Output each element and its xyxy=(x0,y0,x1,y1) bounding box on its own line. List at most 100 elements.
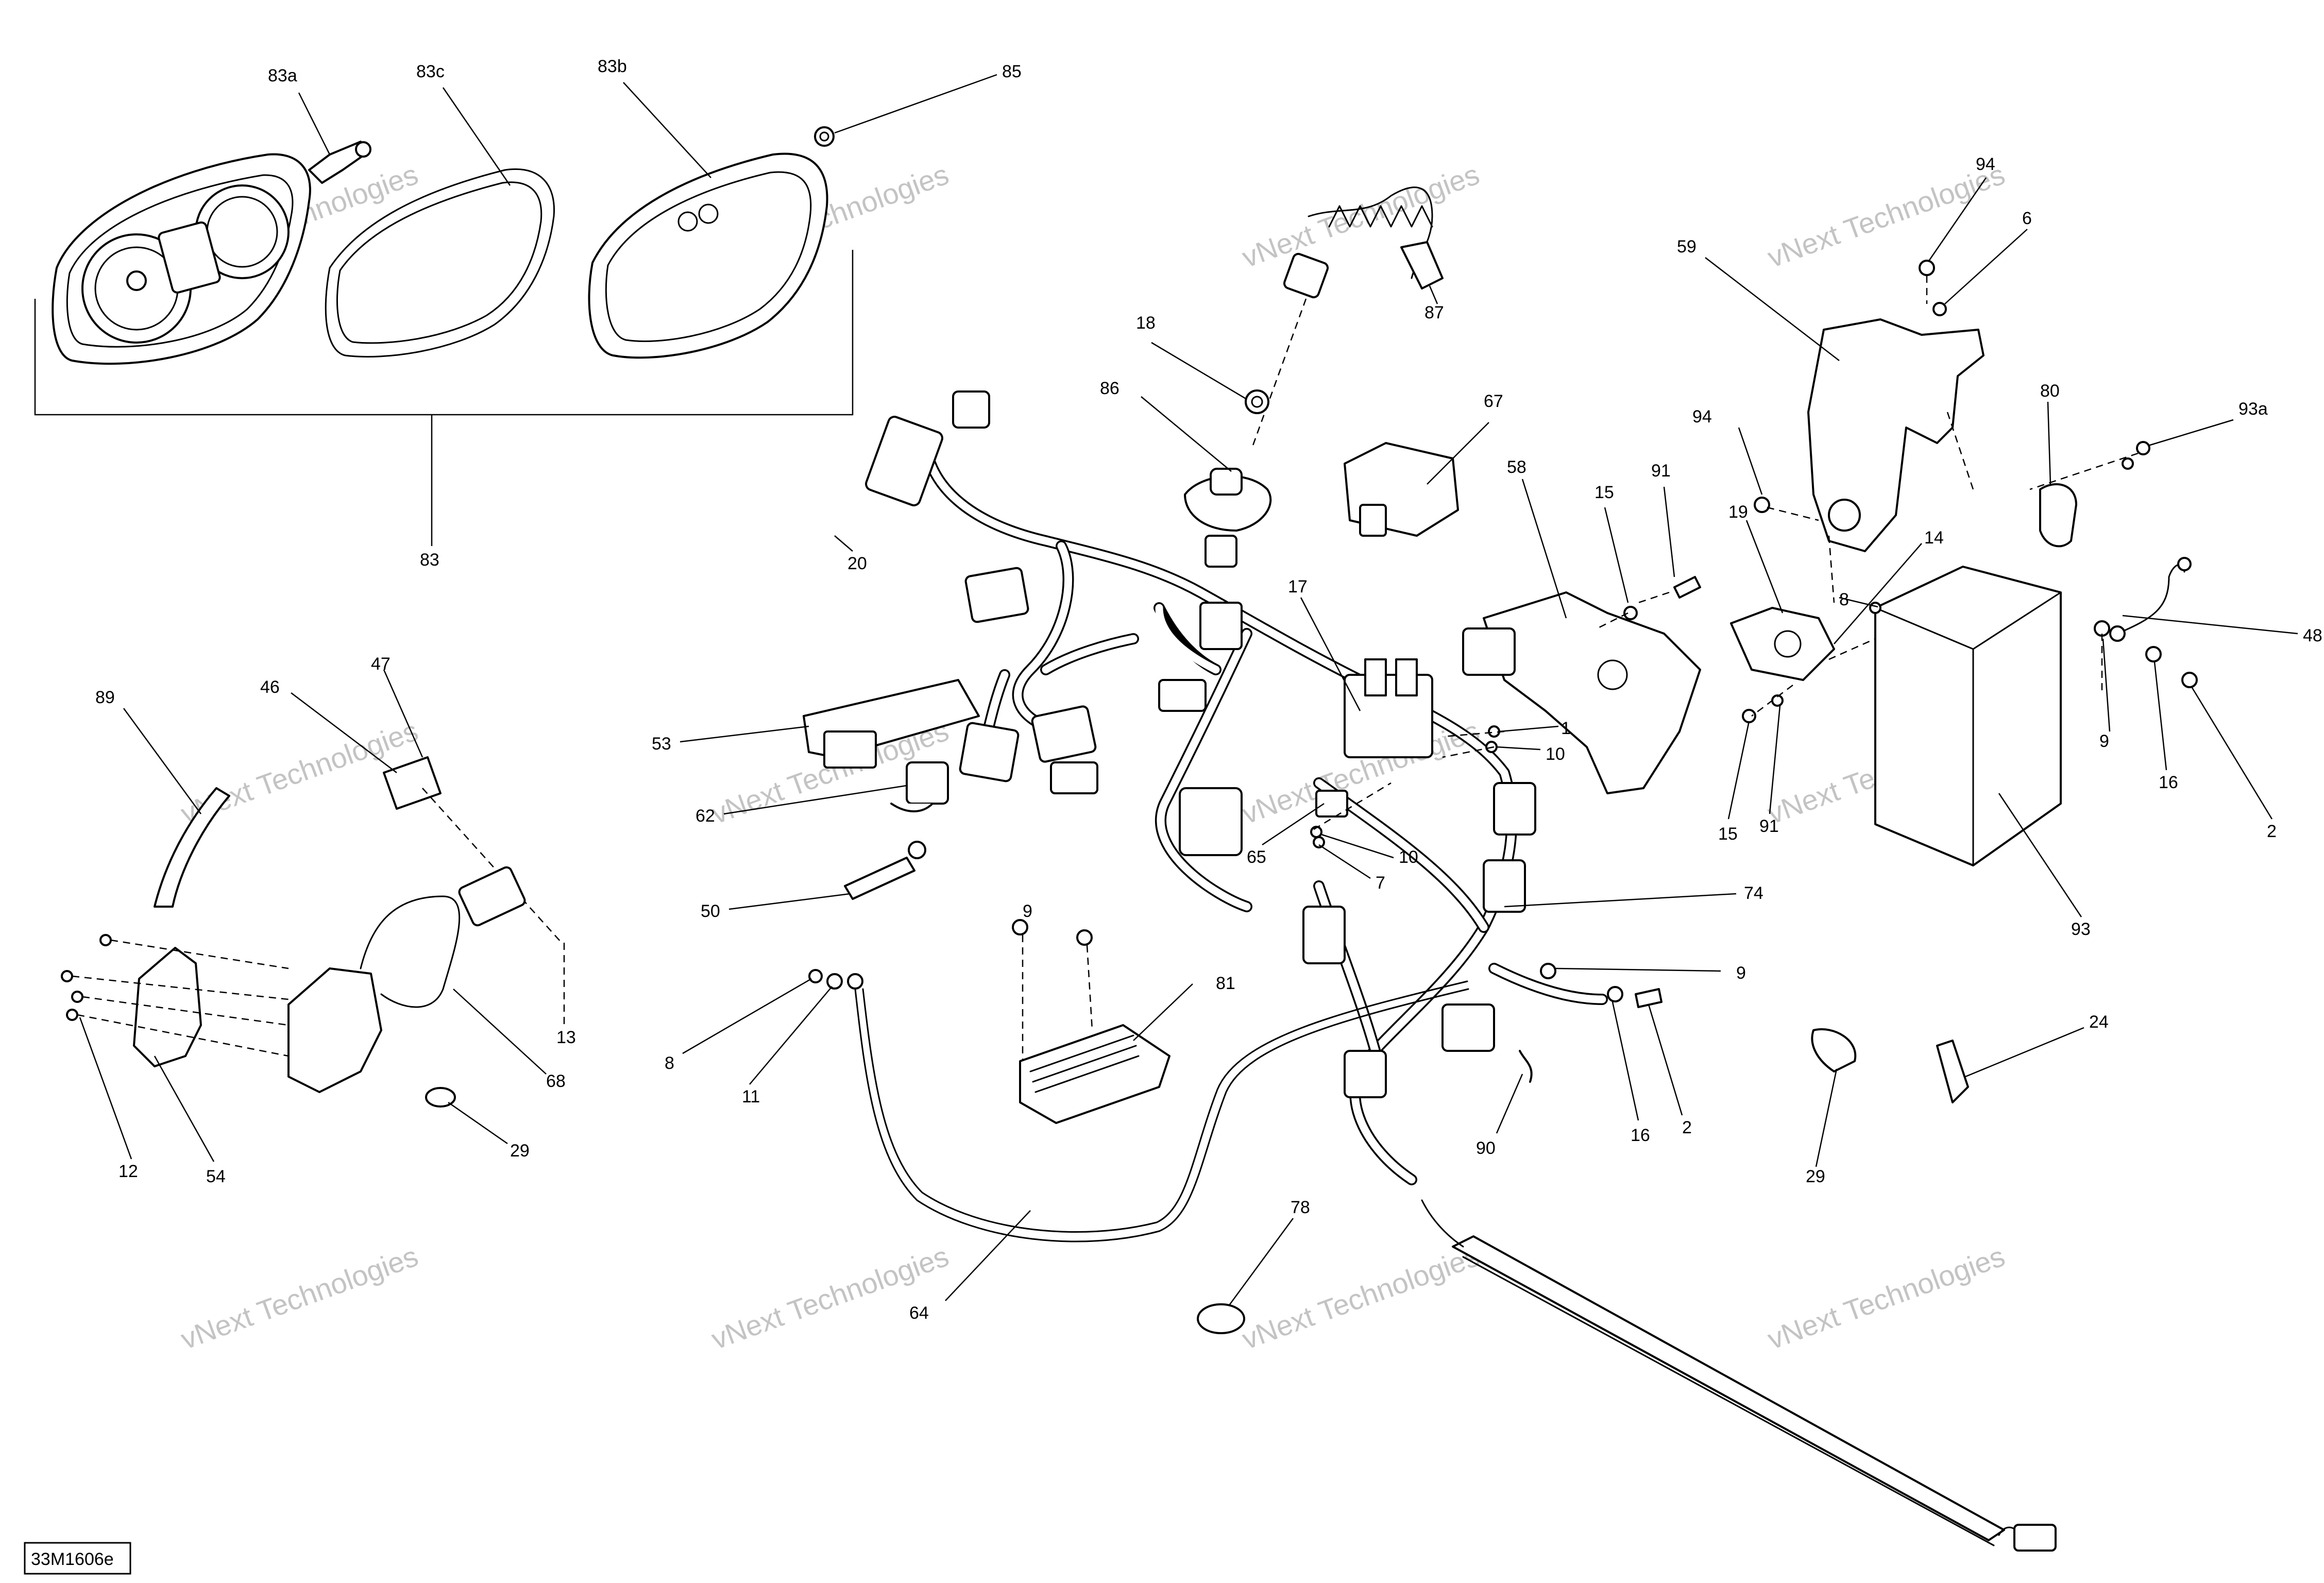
callout-label: 94 xyxy=(1976,155,1995,174)
cable-eyelet xyxy=(2177,557,2192,571)
callout-label: 6 xyxy=(2022,209,2032,228)
callout-label: 83c xyxy=(416,62,445,81)
harness-connector xyxy=(959,722,1020,782)
dash-leader xyxy=(1442,730,1505,738)
heat-sink-fin xyxy=(1034,1055,1140,1093)
leader-line xyxy=(723,785,907,815)
ground-cable-64-edge xyxy=(862,980,1468,1233)
leader-line xyxy=(1834,543,1922,644)
voltage-regulator-81 xyxy=(1019,1024,1171,1124)
callout-label: 64 xyxy=(909,1303,929,1323)
leader-line xyxy=(448,1101,508,1145)
dash-leader xyxy=(2029,452,2139,490)
relay-box-17 xyxy=(1344,674,1433,758)
leader-line xyxy=(2148,419,2234,447)
diagram-code-box: 33M1606e xyxy=(24,1542,131,1575)
screw-94 xyxy=(1754,497,1770,513)
leader-line xyxy=(123,708,202,814)
dash-leader xyxy=(1751,685,1793,717)
dash-leader xyxy=(1597,612,1629,629)
callout-label: 83 xyxy=(420,550,439,570)
nut-7 xyxy=(1313,836,1325,848)
connector-65 xyxy=(1315,790,1348,818)
battery-93 xyxy=(1874,566,2062,866)
leader-line xyxy=(1141,396,1232,472)
harness-branch-inner xyxy=(1157,629,1251,911)
switch-62 xyxy=(906,761,949,805)
leader-line xyxy=(680,725,809,743)
callout-label: 74 xyxy=(1744,883,1763,903)
dash-leader xyxy=(1086,945,1093,1031)
end-connector xyxy=(2013,1524,2057,1552)
leader-line xyxy=(1228,1218,1294,1306)
harness-trunk-inner xyxy=(923,449,1516,1184)
heat-sink-fin xyxy=(1032,1045,1137,1083)
dash-leader xyxy=(1767,506,1819,521)
callout-label: 24 xyxy=(2089,1012,2109,1032)
leader-line xyxy=(1944,229,2028,304)
leader-line xyxy=(154,1056,215,1162)
battery-bracket-59 xyxy=(1807,318,1984,552)
lower-group xyxy=(808,919,2057,1552)
main-wiring-harness xyxy=(803,390,1608,1185)
leader-line xyxy=(2122,615,2298,635)
leader-lines xyxy=(79,177,2298,1306)
watermark-text: vNext Technologies xyxy=(1763,158,2009,274)
nut-9 xyxy=(1540,963,1556,979)
washer-15 xyxy=(1623,606,1638,620)
callout-labels: 83a 83c 83b 85 83 20 18 86 87 67 58 15 9… xyxy=(95,57,2322,1323)
diagram-code-frame xyxy=(24,1542,131,1575)
ignition-group xyxy=(1184,186,1835,794)
gauge-assembly xyxy=(34,74,997,546)
dash-leader xyxy=(1313,782,1392,830)
switch-housing-54 xyxy=(133,947,202,1067)
dash-leader xyxy=(1251,298,1307,449)
leader-line xyxy=(1496,746,1541,751)
callout-label: 48 xyxy=(2303,626,2322,645)
heat-sink-fin xyxy=(1029,1034,1134,1073)
leader-line xyxy=(1727,721,1750,820)
fuse-box-58 xyxy=(1483,591,1701,794)
washer xyxy=(2122,457,2134,470)
leader-line xyxy=(1521,479,1567,619)
harness-branch xyxy=(1012,540,1074,737)
harness-branch-inner xyxy=(1490,964,1606,1003)
terminal-boot-80 xyxy=(2039,483,2077,548)
callout-label: 93a xyxy=(2238,399,2268,419)
decal-78 xyxy=(1197,1303,1245,1334)
leader-line xyxy=(298,92,331,155)
harness-extension-lead xyxy=(1421,1199,1464,1248)
leader-line xyxy=(1998,793,2082,917)
callout-label: 62 xyxy=(695,806,715,826)
cluster-display-window xyxy=(158,221,221,294)
callout-label: 47 xyxy=(371,654,391,674)
switch-62-cable xyxy=(890,803,934,812)
leader-line xyxy=(1151,342,1247,400)
leader-line xyxy=(1648,1004,1683,1116)
callout-label: 8 xyxy=(665,1053,674,1073)
leader-line xyxy=(1262,803,1325,846)
harness-extension xyxy=(1452,1235,2005,1541)
callout-label: 58 xyxy=(1507,457,1526,477)
harness-connector xyxy=(1158,679,1207,712)
screw-93a xyxy=(2136,441,2150,455)
switch-assembly-68 xyxy=(287,967,382,1093)
watermark-group: vNext Technologies vNext Technologies vN… xyxy=(177,158,2009,1355)
harness-branch-inner xyxy=(1155,604,1220,674)
relay-terminal xyxy=(1364,658,1387,696)
cluster-bezel-opening xyxy=(605,171,812,342)
callout-label: 87 xyxy=(1424,303,1444,322)
harness-connector xyxy=(1199,602,1243,650)
callout-label: 59 xyxy=(1677,237,1697,257)
callout-label: 29 xyxy=(510,1141,530,1161)
harness-connector xyxy=(1493,782,1536,836)
callout-label: 65 xyxy=(1247,847,1266,867)
nut-9 xyxy=(2094,620,2110,637)
callout-label: 19 xyxy=(1728,502,1748,522)
bolt-2 xyxy=(1635,988,1663,1008)
nut-9 xyxy=(1076,929,1093,946)
leader-line xyxy=(623,82,711,178)
leader-line xyxy=(2102,638,2111,732)
watermark-text: vNext Technologies xyxy=(707,1239,953,1355)
nut-9 xyxy=(1012,919,1028,935)
